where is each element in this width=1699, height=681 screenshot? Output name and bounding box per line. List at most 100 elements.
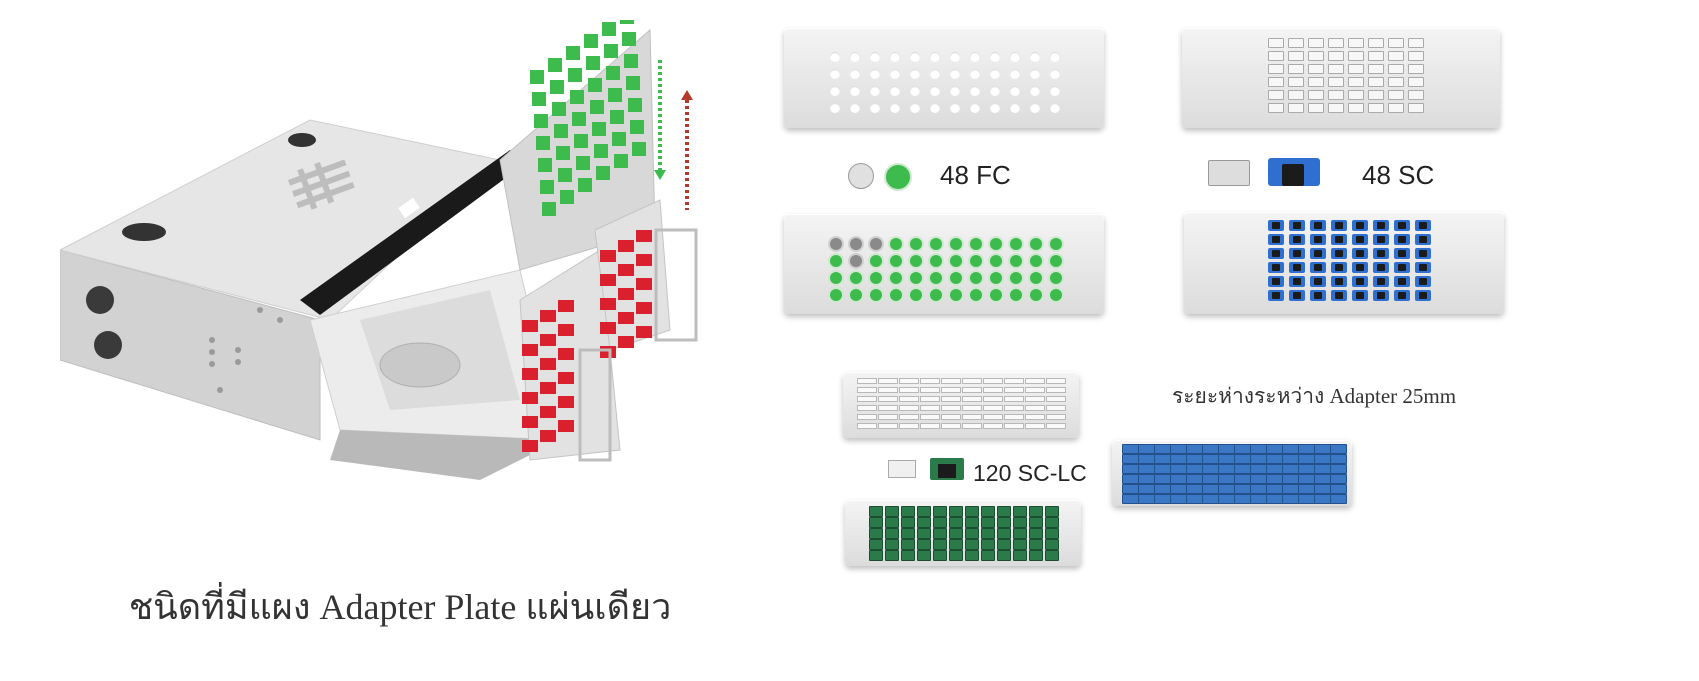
sc-blank-hole <box>1268 64 1284 74</box>
sclc-adapter <box>981 528 995 539</box>
lc-blue-adapter <box>1298 474 1315 484</box>
fc-blank-hole <box>910 86 920 96</box>
sc-adapter <box>1289 220 1305 231</box>
sclc-blank-hole <box>920 378 940 384</box>
sclc-adapter <box>965 539 979 550</box>
sclc-adapter <box>1045 517 1059 528</box>
sclc-adapter <box>917 517 931 528</box>
lc-blue-adapter <box>1218 484 1235 494</box>
sclc-blank-hole <box>962 378 982 384</box>
enclosure-red-adapter <box>636 302 652 314</box>
fc-blank-hole <box>970 103 980 113</box>
enclosure-red-adapter <box>522 368 538 380</box>
lc-blue-adapter <box>1122 444 1139 454</box>
sclc-adapter <box>1029 506 1043 517</box>
enclosure-red-adapter <box>522 416 538 428</box>
sc-adapter <box>1289 262 1305 273</box>
sc-blank-hole <box>1348 90 1364 100</box>
fc-adapter <box>910 255 922 267</box>
fc-adapter <box>1050 255 1062 267</box>
sclc-adapter <box>949 517 963 528</box>
fc-blank-hole <box>1030 69 1040 79</box>
sclc-blank-hole <box>941 423 961 429</box>
lc-blue-adapter <box>1154 454 1171 464</box>
sclc-adapter <box>1013 539 1027 550</box>
sc-adapter <box>1268 234 1284 245</box>
lc-blue-adapter <box>1330 494 1347 504</box>
sclc-adapter <box>1013 528 1027 539</box>
lc-blue-adapter <box>1170 474 1187 484</box>
sclc-blank-hole <box>1046 387 1066 393</box>
fc-adapter <box>830 255 842 267</box>
enclosure-green-adapter <box>612 132 626 146</box>
fc-adapter <box>850 238 862 250</box>
fc-adapter <box>890 289 902 301</box>
lc-blue-adapter <box>1202 474 1219 484</box>
sc-blank-hole <box>1268 38 1284 48</box>
lc-blue-adapter <box>1186 464 1203 474</box>
fc-adapter <box>850 272 862 284</box>
sclc-blank-hole <box>941 387 961 393</box>
enclosure-red-adapter <box>618 312 634 324</box>
sc-blank-hole <box>1288 90 1304 100</box>
sclc-adapter-grid <box>869 506 1061 561</box>
lc-blue-adapter <box>1186 454 1203 464</box>
sc-blank-hole <box>1408 103 1424 113</box>
enclosure-red-adapter <box>600 274 616 286</box>
enclosure-green-adapter <box>556 146 570 160</box>
sc-blank-hole <box>1408 90 1424 100</box>
lc-blue-adapter <box>1122 494 1139 504</box>
fc-adapter <box>950 289 962 301</box>
fc-adapter <box>930 289 942 301</box>
sclc-blank-hole <box>899 378 919 384</box>
sc-blank-hole <box>1348 51 1364 61</box>
sc-blank-hole <box>1388 38 1404 48</box>
lc-blue-adapter <box>1298 444 1315 454</box>
sc-blank-hole <box>1368 103 1384 113</box>
enclosure-red-adapter <box>522 392 538 404</box>
sclc-adapter <box>869 517 883 528</box>
fc-blank-hole <box>1050 103 1060 113</box>
fc-blank-hole <box>970 52 980 62</box>
sclc-blank-hole <box>899 414 919 420</box>
lc-blue-adapter <box>1234 474 1251 484</box>
sclc-adapter <box>933 528 947 539</box>
lc-blue-adapter <box>1266 464 1283 474</box>
enclosure-red-adapter <box>600 322 616 334</box>
sc-adapter <box>1289 290 1305 301</box>
lc-blue-adapter <box>1218 464 1235 474</box>
sclc-blank-hole <box>941 414 961 420</box>
sc-adapter <box>1289 248 1305 259</box>
sc-blank-hole <box>1348 38 1364 48</box>
fc-blank-hole <box>1050 69 1060 79</box>
fc-blank-hole <box>990 52 1000 62</box>
fc-adapter <box>1030 255 1042 267</box>
enclosure-green-adapter <box>566 46 580 60</box>
sclc-adapter <box>933 506 947 517</box>
sc-blank-hole <box>1308 64 1324 74</box>
enclosure-green-adapter <box>590 100 604 114</box>
fc-blank-hole <box>1050 52 1060 62</box>
lc-blue-adapter <box>1234 454 1251 464</box>
fc-blank-hole <box>950 52 960 62</box>
sclc-blank-hole <box>1025 396 1045 402</box>
sc-adapter <box>1331 276 1347 287</box>
sclc-blank-hole <box>1004 396 1024 402</box>
lc-blue-adapter <box>1202 444 1219 454</box>
sclc-blank-hole <box>1046 405 1066 411</box>
sclc-adapter <box>949 539 963 550</box>
enclosure-green-adapter <box>626 76 640 90</box>
sc-adapter <box>1415 248 1431 259</box>
sc-adapter <box>1373 220 1389 231</box>
fc-blank-hole <box>1030 52 1040 62</box>
lc-blue-adapter <box>1314 464 1331 474</box>
fc-blank-hole <box>930 52 940 62</box>
fc-blank-hole <box>850 52 860 62</box>
fc-blank-hole <box>870 103 880 113</box>
sclc-blank-hole <box>962 387 982 393</box>
sc-adapter <box>1373 290 1389 301</box>
fc-adapter <box>1010 238 1022 250</box>
lc-blue-adapter <box>1170 494 1187 504</box>
lc-blue-adapter <box>1298 454 1315 464</box>
enclosure-green-adapter <box>592 122 606 136</box>
